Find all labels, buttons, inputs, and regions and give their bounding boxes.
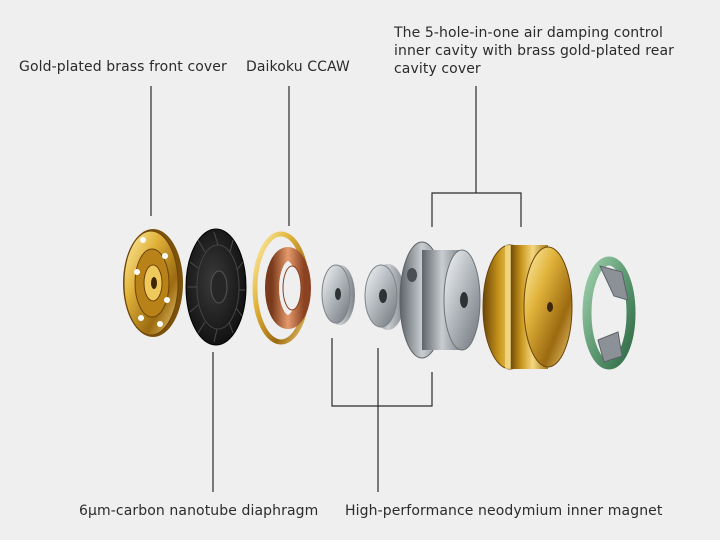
leader-lines: [150, 86, 522, 492]
cavity-label-line-2: inner cavity with brass gold-plated rear: [394, 43, 675, 59]
rear-cavity-cover-icon: [482, 244, 573, 370]
cavity-label-line-3: cavity cover: [394, 61, 481, 77]
diaphragm-label: 6μm-carbon nanotube diaphragm: [79, 503, 319, 519]
ccaw-coil-icon: [252, 231, 311, 345]
front-cover-label: Gold-plated brass front cover: [19, 59, 227, 75]
ccaw-label: Daikoku CCAW: [246, 59, 350, 75]
inner-cavity-icon: [399, 241, 481, 359]
magnet-washer-icon: [321, 264, 355, 325]
front-cover-icon: [123, 229, 183, 337]
cavity-label-line-1: The 5-hole-in-one air damping control: [394, 25, 664, 41]
damping-ring-icon: [582, 256, 636, 370]
magnet-disc-icon: [364, 264, 405, 330]
magnet-label: High-performance neodymium inner magnet: [345, 503, 663, 519]
cavity-label: The 5-hole-in-one air damping control in…: [394, 24, 674, 78]
diaphragm-icon: [185, 228, 247, 346]
